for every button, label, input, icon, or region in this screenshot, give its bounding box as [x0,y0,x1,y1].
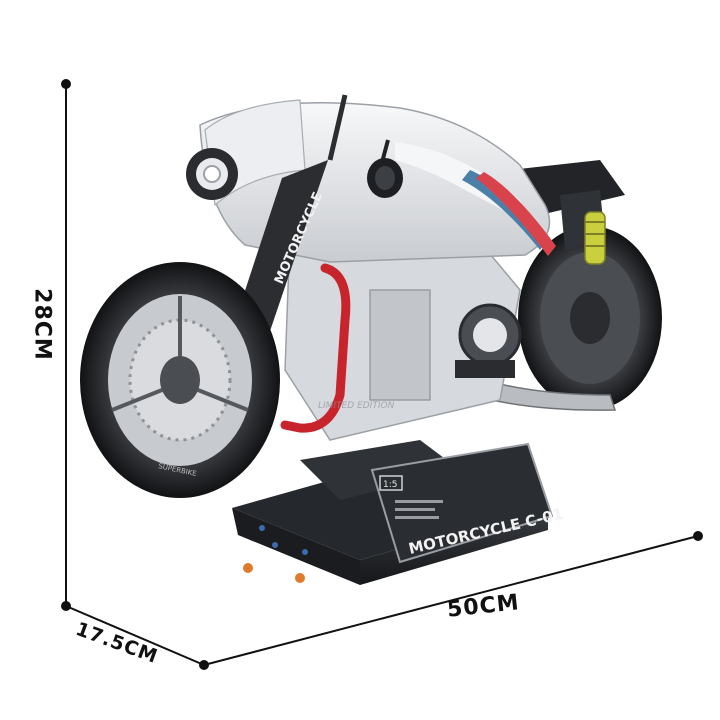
dimension-dot [199,660,209,670]
plaque-scale: 1:5 [383,480,397,490]
mirror [367,139,403,198]
rear-shock [584,211,606,265]
length-line [203,535,699,666]
dimension-dot [61,79,71,89]
dimension-dot [693,531,703,541]
height-label: 28CM [29,288,55,361]
depth-line [65,605,205,666]
coolant-hose [280,263,351,433]
dimension-lines [61,79,703,670]
base-studs [243,525,308,583]
display-base: 1:5 MOTORCYCLE C-01 [232,440,565,585]
front-wheel: SUPERBIKE [80,262,280,498]
handlebar [327,94,348,161]
dimension-dot [61,601,71,611]
racing-stripe-blue [462,170,548,250]
display-plaque [370,442,554,564]
watermark: LIMITED EDITION [318,401,395,411]
rear-wheel [518,226,662,410]
racing-stripe-red [476,172,556,256]
headlight [186,148,238,200]
